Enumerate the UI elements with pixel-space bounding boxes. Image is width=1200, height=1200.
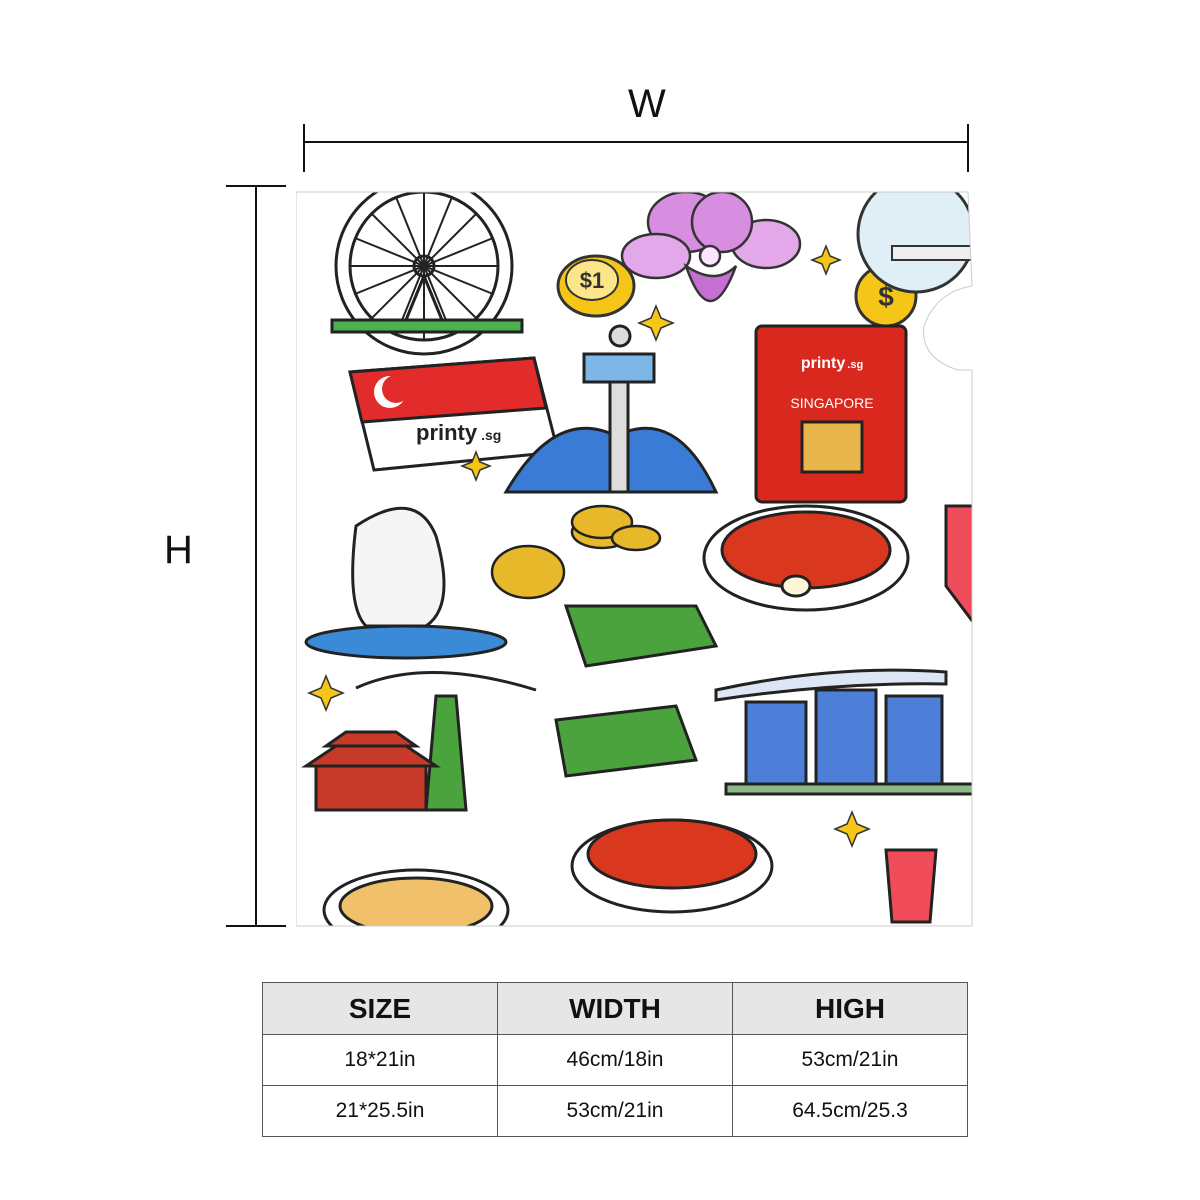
crab-plate-illustration [570, 818, 774, 914]
sparkle-decorations [307, 243, 871, 848]
supertree-illustration [355, 671, 537, 812]
table-row: 18*21in 46cm/18in 53cm/21in [262, 1034, 968, 1086]
height-label: H [164, 528, 193, 572]
coin-illustration: $1 [556, 254, 636, 318]
width-label: W [628, 82, 666, 126]
flag-brand-suffix: .sg [481, 427, 501, 443]
svg-text:printy.sg: printy.sg [416, 420, 501, 445]
orchid-illustration [620, 192, 802, 302]
marina-bay-sands-illustration [714, 668, 972, 796]
merlion-illustration [304, 506, 508, 660]
table-cell-high: 53cm/21in [732, 1034, 968, 1086]
chilli-crab-illustration [702, 504, 910, 612]
pagoda-illustration [301, 730, 441, 812]
flag-brand: printy [416, 420, 478, 445]
table-cell-high: 64.5cm/25.3 [732, 1085, 968, 1137]
table-row: 21*25.5in 53cm/21in 64.5cm/25.3 [262, 1085, 968, 1137]
cable-car-illustration [891, 245, 972, 261]
passport-country: SINGAPORE [790, 395, 873, 411]
passport-illustration: printy.sg SINGAPORE [754, 324, 908, 504]
table-cell-width: 46cm/18in [497, 1034, 733, 1086]
coin-label: $1 [580, 268, 604, 293]
singapore-flag-illustration: printy.sg [348, 356, 560, 472]
table-cell-size: 21*25.5in [262, 1085, 498, 1137]
rice-dumpling-illustration [554, 604, 719, 778]
column-header-high: HIGH [732, 982, 968, 1035]
drink-illustration [884, 504, 972, 924]
ferris-wheel-illustration [330, 192, 524, 356]
table-header-row: SIZE WIDTH HIGH [262, 982, 968, 1035]
laksa-bowl-illustration [322, 868, 510, 926]
coin-small-label: $ [878, 281, 894, 312]
column-header-size: SIZE [262, 982, 498, 1035]
table-cell-size: 18*21in [262, 1034, 498, 1086]
coin-stack-illustration [490, 504, 662, 600]
size-table: SIZE WIDTH HIGH 18*21in 46cm/18in 53cm/2… [262, 982, 968, 1137]
cover-outline [296, 191, 973, 927]
passport-brand: printy [801, 355, 846, 372]
mailbox-cover-artwork: $1 $ printy.sg [296, 191, 973, 927]
passport-brand-suffix: .sg [847, 359, 863, 371]
column-header-width: WIDTH [497, 982, 733, 1035]
svg-text:printy.sg: printy.sg [801, 355, 863, 372]
dimension-lines [226, 124, 969, 927]
sky-badge-illustration [856, 192, 972, 294]
table-cell-width: 53cm/21in [497, 1085, 733, 1137]
changi-tower-illustration [503, 324, 719, 494]
